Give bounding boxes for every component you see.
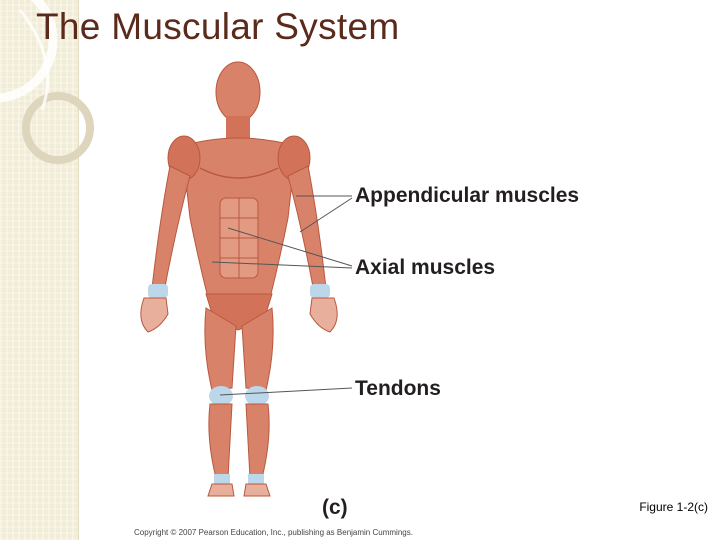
leader-tendons [219, 387, 353, 396]
decor-ring-small [22, 92, 94, 164]
label-tendons: Tendons [355, 377, 441, 400]
sidebar-texture [0, 0, 79, 540]
decor-arc [18, 9, 50, 111]
leader-axial-2 [211, 261, 353, 269]
left-hand [140, 297, 169, 333]
figure-reference: Figure 1-2(c) [639, 500, 708, 514]
muscular-body-illustration [140, 61, 338, 497]
label-appendicular-muscles: Appendicular muscles [355, 184, 580, 207]
neck [226, 116, 250, 140]
leader-axial-1 [227, 227, 353, 267]
chest-line [199, 167, 279, 179]
left-foot [207, 483, 235, 497]
leader-appendicular-2 [299, 197, 353, 233]
slide-title: The Muscular System [36, 6, 400, 47]
decorative-circles [0, 0, 94, 164]
right-wrist-tendon [310, 284, 330, 298]
left-ankle-tendon [214, 474, 230, 484]
right-ankle-tendon [248, 474, 264, 484]
left-knee-tendon [209, 386, 233, 406]
copyright-notice: Copyright © 2007 Pearson Education, Inc.… [134, 528, 413, 537]
panel-label: (c) [322, 496, 348, 519]
label-axial-muscles: Axial muscles [355, 256, 496, 279]
right-foot [243, 483, 271, 497]
left-wrist-tendon [148, 284, 168, 298]
right-hand [309, 297, 338, 333]
decor-ring-large [0, 0, 58, 103]
right-knee-tendon [245, 386, 269, 406]
